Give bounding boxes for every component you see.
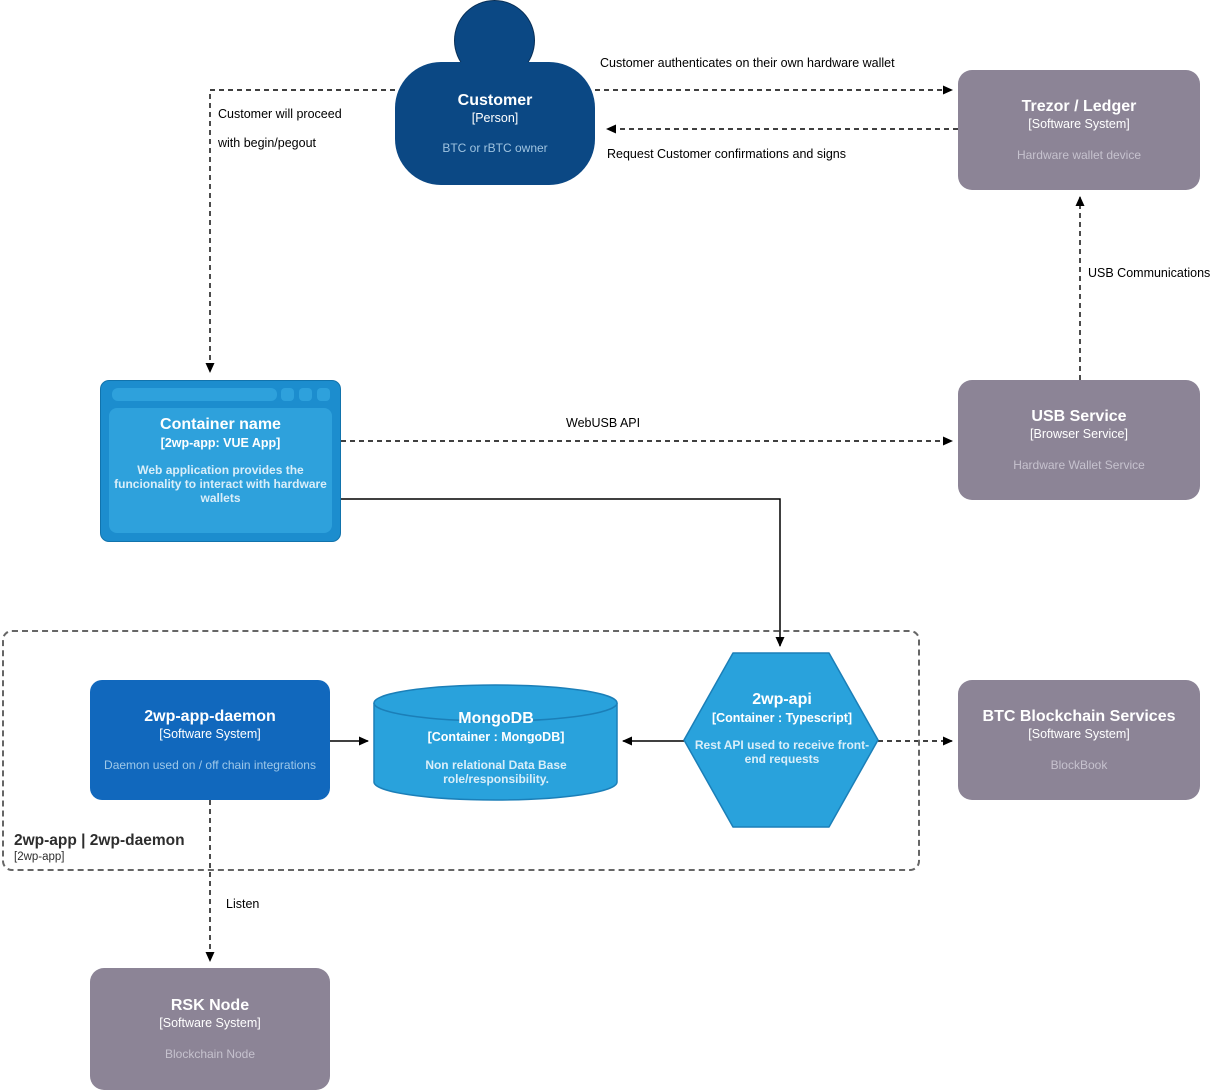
label-confirm: Request Customer confirmations and signs — [607, 147, 847, 161]
daemon-desc: Daemon used on / off chain integrations — [104, 757, 316, 772]
label-usb-comm: USB Communications — [1088, 266, 1211, 280]
mongodb-desc: Non relational Data Base role/responsibi… — [425, 757, 567, 786]
node-rsk-node[interactable]: RSK Node [Software System] Blockchain No… — [90, 968, 330, 1090]
node-customer[interactable]: Customer [Person] BTC or rBTC owner — [395, 62, 595, 185]
node-usb-service[interactable]: USB Service [Browser Service] Hardware W… — [958, 380, 1200, 500]
boundary-title: 2wp-app | 2wp-daemon — [14, 832, 185, 849]
btc-meta: [Software System] — [1028, 727, 1130, 742]
daemon-title: 2wp-app-daemon — [144, 708, 276, 726]
label-webusb: WebUSB API — [566, 416, 641, 430]
container-text: Container name [2wp-app: VUE App] Web ap… — [104, 410, 337, 510]
label-listen: Listen — [226, 897, 260, 911]
node-2wp-api[interactable]: 2wp-api [Container : Typescript] Rest AP… — [694, 668, 870, 788]
api-meta: [Container : Typescript] — [711, 710, 853, 725]
label-proceed-1: Customer will proceed — [218, 107, 342, 121]
edge-customer-container — [205, 89, 395, 373]
node-btc-blockchain-services[interactable]: BTC Blockchain Services [Software System… — [958, 680, 1200, 800]
node-mongodb[interactable]: MongoDB [Container : MongoDB] Non relati… — [378, 700, 614, 795]
mongodb-meta: [Container : MongoDB] — [427, 730, 565, 745]
mongodb-title: MongoDB — [458, 710, 534, 728]
boundary-meta: [2wp-app] — [14, 851, 65, 863]
customer-title: Customer — [457, 91, 533, 109]
rsk-desc: Blockchain Node — [164, 1046, 256, 1061]
api-title: 2wp-api — [752, 690, 812, 708]
browser-panel — [109, 408, 332, 533]
edge-container-api — [341, 498, 785, 647]
rsk-title: RSK Node — [170, 997, 250, 1015]
label-auth: Customer authenticates on their own hard… — [600, 56, 895, 70]
browser-button-2 — [299, 388, 312, 401]
usb-service-title: USB Service — [1031, 408, 1127, 426]
api-desc: Rest API used to receive front-end reque… — [694, 738, 870, 767]
container-title: Container name — [160, 415, 281, 433]
trezor-title: Trezor / Ledger — [1021, 98, 1137, 116]
boundary-2wp-app[interactable]: 2wp-app | 2wp-daemon [2wp-app] — [2, 630, 920, 871]
rsk-meta: [Software System] — [159, 1016, 261, 1031]
customer-meta: [Person] — [471, 110, 519, 125]
btc-title: BTC Blockchain Services — [982, 708, 1176, 726]
btc-desc: BlockBook — [1050, 757, 1108, 772]
container-desc: Web application provides the funcionalit… — [114, 463, 327, 506]
boundary-label: 2wp-app | 2wp-daemon [2wp-app] — [14, 832, 185, 863]
node-2wp-app-daemon[interactable]: 2wp-app-daemon [Software System] Daemon … — [90, 680, 330, 800]
node-trezor-ledger[interactable]: Trezor / Ledger [Software System] Hardwa… — [958, 70, 1200, 190]
daemon-meta: [Software System] — [159, 727, 261, 742]
browser-address-bar — [112, 388, 277, 401]
trezor-desc: Hardware wallet device — [1016, 147, 1142, 162]
usb-service-desc: Hardware Wallet Service — [1013, 457, 1145, 472]
browser-button-3 — [317, 388, 330, 401]
trezor-meta: [Software System] — [1028, 117, 1130, 132]
node-container-browser[interactable] — [100, 380, 341, 542]
container-meta: [2wp-app: VUE App] — [160, 435, 281, 450]
customer-desc: BTC or rBTC owner — [442, 141, 548, 156]
usb-service-meta: [Browser Service] — [1030, 427, 1128, 442]
label-proceed-2: with begin/pegout — [218, 136, 316, 150]
browser-button-1 — [281, 388, 294, 401]
